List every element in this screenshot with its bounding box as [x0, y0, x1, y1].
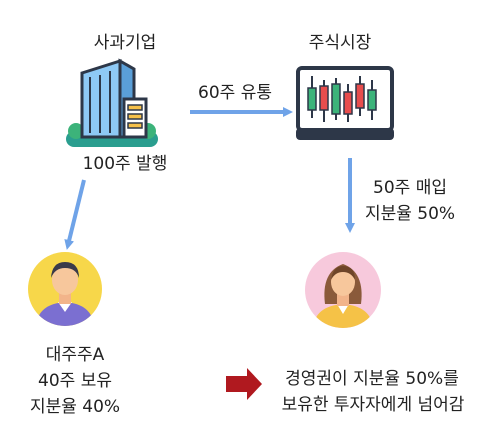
- arrow-conclusion-red: [226, 368, 262, 400]
- market-label: 주식시장: [308, 33, 372, 53]
- investor-avatar: [305, 252, 381, 328]
- building-icon: [66, 58, 158, 147]
- buyer-line1: 50주 매입: [373, 178, 447, 198]
- shareholder-line3: 지분율 40%: [29, 397, 121, 417]
- stock-chart-monitor-icon: [296, 66, 394, 140]
- issue-label: 100주 발행: [82, 154, 168, 174]
- buyer-line2: 지분율 50%: [364, 204, 456, 224]
- conclusion-line1: 경영권이 지분율 50%를: [285, 369, 459, 389]
- conclusion-line2: 보유한 투자자에게 넘어감: [281, 395, 465, 415]
- company-label: 사과기업: [93, 33, 157, 53]
- shareholder-line2: 40주 보유: [38, 371, 112, 391]
- arrow-company-to-shareholder: [64, 179, 86, 250]
- shareholder-avatar: [28, 252, 102, 326]
- flow-label: 60주 유통: [198, 83, 272, 103]
- shareholder-line1: 대주주A: [45, 345, 105, 365]
